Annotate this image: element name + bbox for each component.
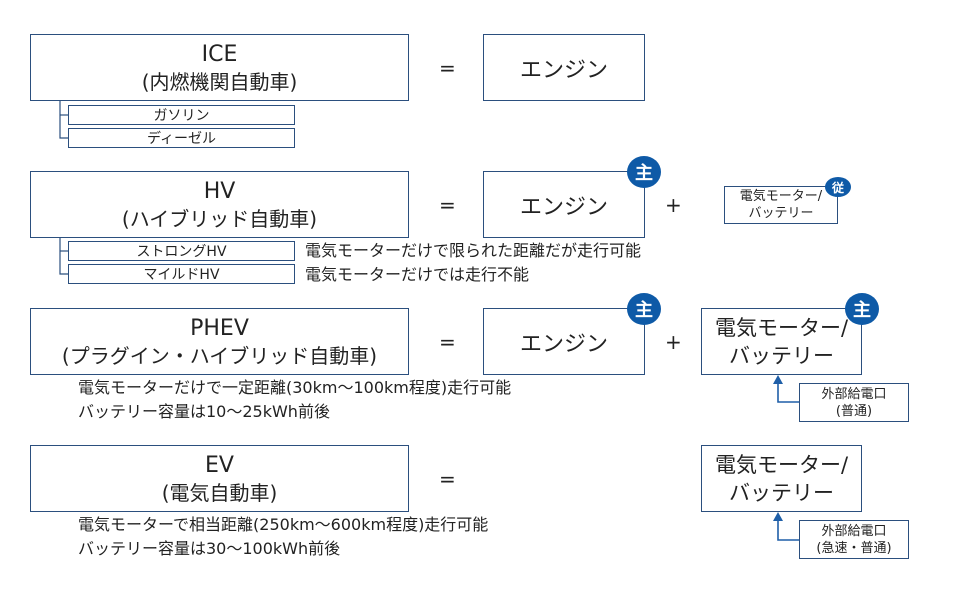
ev-note-range: 電気モーターで相当距離(250km～600km程度)走行可能 [78, 515, 489, 534]
hv-plus: + [665, 193, 682, 217]
ev-motor-line2: バッテリー [729, 480, 834, 505]
hv-box: HV (ハイブリッド自動車) [30, 171, 409, 238]
ev-motor-box: 電気モーター/ バッテリー [701, 445, 862, 512]
hv-equals: = [439, 193, 456, 217]
hv-type-mild: マイルドHV [68, 264, 295, 284]
phev-engine-box: エンジン [483, 308, 645, 375]
phev-supply-line2: (普通) [835, 403, 873, 419]
ev-supply-line1: 外部給電口 [821, 523, 887, 539]
phev-equals: = [439, 330, 456, 354]
hv-engine-box: エンジン [483, 171, 645, 238]
ev-title: EV [205, 452, 234, 478]
phev-motor-line1: 電気モーター/ [714, 315, 849, 340]
ice-title: ICE [201, 41, 238, 67]
phev-supply-port: 外部給電口 (普通) [799, 383, 909, 422]
ev-subtitle: (電気自動車) [161, 480, 278, 505]
ev-note-battery: バッテリー容量は30～100kWh前後 [78, 539, 341, 558]
phev-note-battery: バッテリー容量は10～25kWh前後 [78, 402, 330, 421]
hv-engine-main-badge: 主 [627, 156, 661, 188]
ice-box: ICE (内燃機関自動車) [30, 34, 409, 101]
phev-title: PHEV [190, 315, 249, 341]
ev-box: EV (電気自動車) [30, 445, 409, 512]
ice-equals: = [439, 56, 456, 80]
phev-subtitle: (プラグイン・ハイブリッド自動車) [61, 343, 378, 368]
hv-motor-line1: 電気モーター/ [739, 189, 823, 204]
fuel-diesel: ディーゼル [68, 128, 295, 148]
ev-equals: = [439, 467, 456, 491]
phev-motor-line2: バッテリー [729, 343, 834, 368]
phev-note-range: 電気モーターだけで一定距離(30km～100km程度)走行可能 [78, 378, 512, 397]
hv-motor-line2: バッテリー [748, 206, 814, 221]
phev-engine-label: エンジン [519, 331, 608, 357]
hv-title: HV [203, 178, 236, 204]
ice-engine-label: エンジン [519, 57, 608, 83]
ice-subtitle: (内燃機関自動車) [141, 69, 298, 94]
phev-box: PHEV (プラグイン・ハイブリッド自動車) [30, 308, 409, 375]
fuel-gasoline: ガソリン [68, 105, 295, 125]
phev-engine-main-badge: 主 [627, 293, 661, 325]
phev-motor-box: 電気モーター/ バッテリー [701, 308, 862, 375]
ice-engine-box: エンジン [483, 34, 645, 101]
ev-supply-port: 外部給電口 (急速・普通) [799, 520, 909, 559]
phev-plus: + [665, 330, 682, 354]
hv-subtitle: (ハイブリッド自動車) [121, 206, 318, 231]
hv-type-mild-note: 電気モーターだけでは走行不能 [305, 265, 530, 284]
hv-type-strong: ストロングHV [68, 241, 295, 261]
ev-motor-line1: 電気モーター/ [714, 452, 849, 477]
hv-motor-box: 電気モーター/ バッテリー [724, 186, 838, 224]
hv-motor-sub-badge: 従 [825, 177, 851, 197]
phev-supply-line1: 外部給電口 [821, 386, 887, 402]
hv-engine-label: エンジン [519, 194, 608, 220]
ev-supply-line2: (急速・普通) [816, 540, 892, 556]
phev-motor-main-badge: 主 [845, 293, 879, 325]
hv-type-strong-note: 電気モーターだけで限られた距離だが走行可能 [305, 241, 642, 260]
